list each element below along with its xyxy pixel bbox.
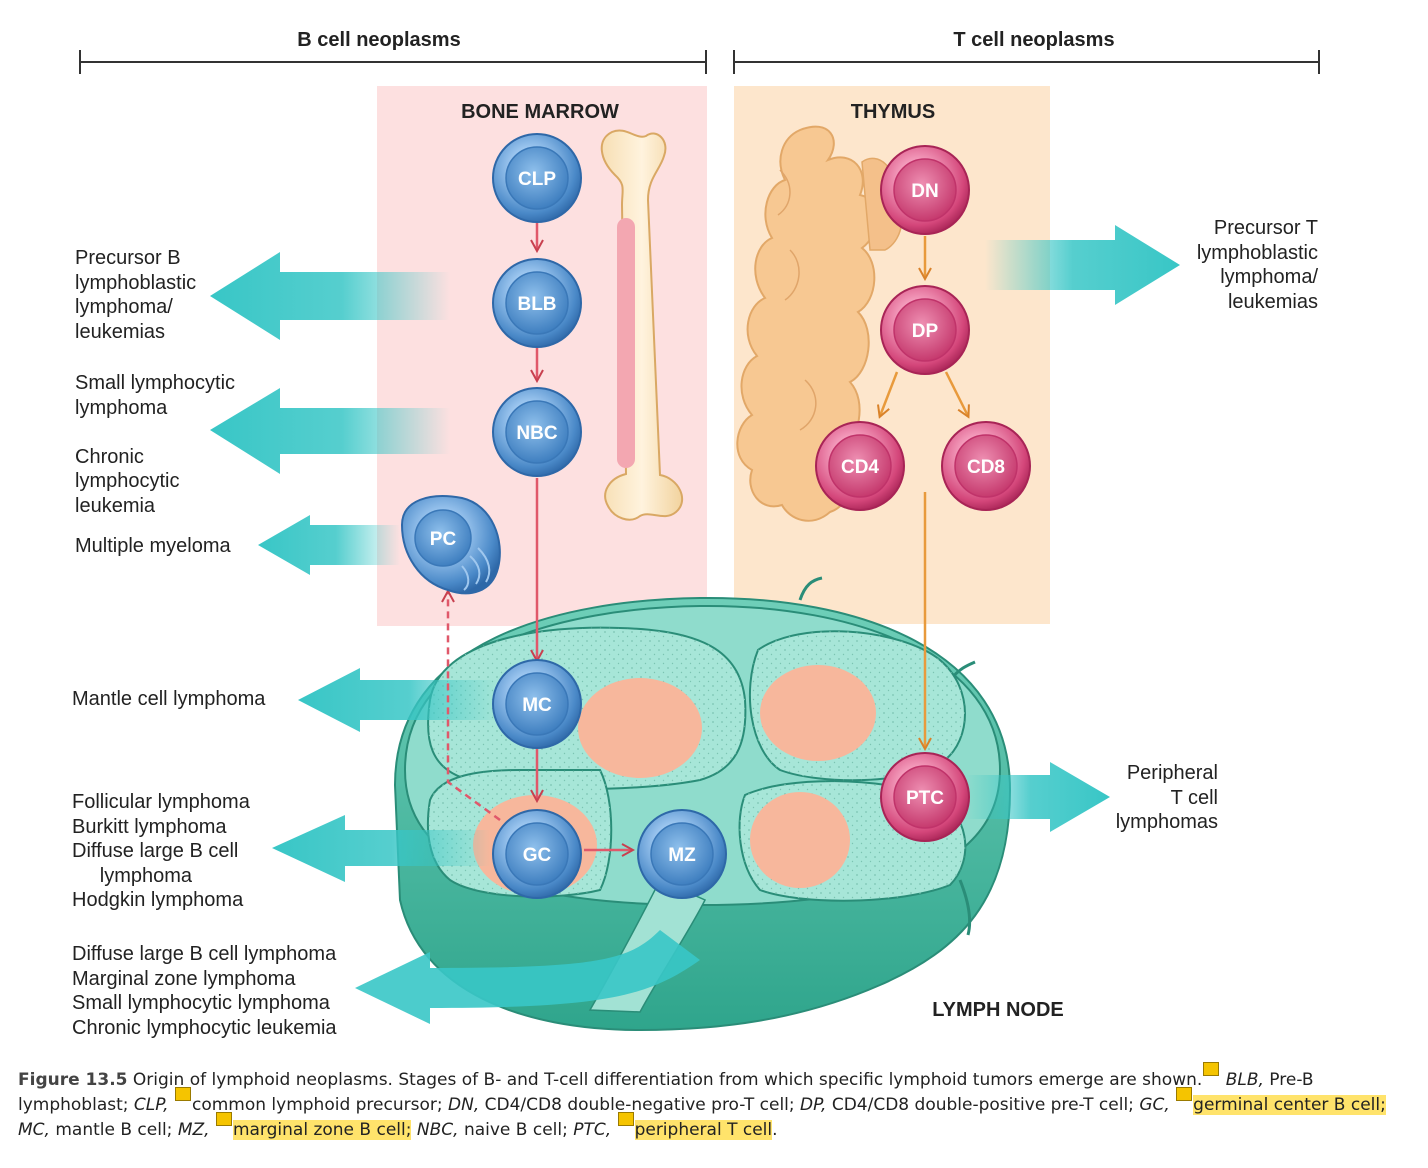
cell-mz: MZ xyxy=(637,809,727,899)
caption-def-mc: mantle B cell; xyxy=(55,1120,173,1140)
cell-label-nbc: NBC xyxy=(516,423,557,444)
note-icon[interactable] xyxy=(1203,1062,1220,1076)
caption-def-ptc: peripheral T cell xyxy=(634,1120,773,1140)
cell-label-ptc: PTC xyxy=(906,788,944,809)
teal-arrows-right xyxy=(965,225,1180,832)
note-icon[interactable] xyxy=(1176,1087,1193,1101)
caption-def-nbc: naive B cell; xyxy=(463,1120,568,1140)
arrow-sll-cll xyxy=(210,388,450,474)
thymus-title: THYMUS xyxy=(851,101,935,123)
cell-mc: MC xyxy=(492,659,582,749)
caption-abbr-dp: DP, xyxy=(800,1095,827,1115)
caption-def-dp: CD4/CD8 double-positive pre-T cell; xyxy=(831,1095,1134,1115)
caption-abbr-mz: MZ, xyxy=(177,1120,210,1140)
caption-abbr-dn: DN, xyxy=(448,1095,480,1115)
label-precursor-b: Precursor B lymphoblastic lymphoma/ leuk… xyxy=(75,247,197,343)
caption-end: . xyxy=(772,1120,778,1140)
label-mz-neoplasms: Diffuse large B cell lymphoma Marginal z… xyxy=(72,943,337,1039)
caption-abbr-blb: BLB, xyxy=(1225,1070,1264,1090)
label-sll-cll: Small lymphocytic lymphoma Chronic lymph… xyxy=(75,372,236,517)
caption-abbr-gc: GC, xyxy=(1139,1095,1170,1115)
t-cell-arrows xyxy=(880,236,968,748)
arrow-precursor-b xyxy=(210,252,450,340)
cell-label-dn: DN xyxy=(911,181,938,202)
caption-def-mz: marginal zone B cell; xyxy=(232,1120,412,1140)
cell-blb: BLB xyxy=(492,258,582,348)
cell-label-gc: GC xyxy=(523,845,552,866)
arrow-peripheral-t xyxy=(965,762,1110,832)
note-icon[interactable] xyxy=(174,1087,191,1101)
caption-title: Origin of lymphoid neoplasms. Stages of … xyxy=(132,1070,1203,1090)
figure-caption: Figure 13.5 Origin of lymphoid neoplasms… xyxy=(18,1062,1410,1143)
label-multiple-myeloma: Multiple myeloma xyxy=(75,535,231,557)
bone-marrow-title: BONE MARROW xyxy=(461,101,619,123)
caption-def-dn: CD4/CD8 double-negative pro-T cell; xyxy=(484,1095,795,1115)
lymph-node-title: LYMPH NODE xyxy=(932,999,1064,1021)
cell-label-mz: MZ xyxy=(668,845,696,866)
t-cell-header: T cell neoplasms xyxy=(953,29,1114,51)
b-cell-arrows xyxy=(448,218,632,850)
arrow-precursor-t xyxy=(985,225,1180,305)
note-icon[interactable] xyxy=(215,1112,232,1126)
arrow-mz xyxy=(355,930,700,1024)
note-icon[interactable] xyxy=(617,1112,634,1126)
b-cell-bracket xyxy=(79,50,707,74)
cell-nbc: NBC xyxy=(492,387,582,477)
cell-gc: GC xyxy=(492,809,582,899)
cell-cd8: CD8 xyxy=(941,421,1031,511)
t-cell-bracket xyxy=(733,50,1320,74)
arrow-mantle xyxy=(298,668,500,732)
caption-def-blb: Pre-B lymphoblast; xyxy=(18,1070,1314,1115)
cell-label-clp: CLP xyxy=(518,169,556,190)
plasma-cell: PC xyxy=(400,495,501,595)
caption-figure-number: Figure 13.5 xyxy=(18,1070,128,1090)
label-peripheral-t: Peripheral T cell lymphomas xyxy=(1115,762,1218,833)
caption-abbr-mc: MC, xyxy=(18,1120,50,1140)
cell-label-mc: MC xyxy=(522,695,552,716)
label-precursor-t: Precursor T lymphoblastic lymphoma/ leuk… xyxy=(1196,217,1318,313)
cell-cd4: CD4 xyxy=(815,421,905,511)
arrow-gc xyxy=(272,815,490,882)
caption-def-clp: common lymphoid precursor; xyxy=(191,1095,443,1115)
cell-label-dp: DP xyxy=(912,321,939,342)
label-gc-neoplasms: Follicular lymphoma Burkitt lymphoma Dif… xyxy=(72,791,250,911)
caption-def-gc: germinal center B cell; xyxy=(1193,1095,1386,1115)
teal-arrows xyxy=(210,252,700,1024)
cell-dp: DP xyxy=(880,285,970,375)
caption-abbr-clp: CLP, xyxy=(133,1095,169,1115)
cell-dn: DN xyxy=(880,145,970,235)
bone-icon xyxy=(600,129,683,521)
cell-label-pc: PC xyxy=(430,529,457,550)
arrow-myeloma xyxy=(258,515,400,575)
cell-clp: CLP xyxy=(492,133,582,223)
cell-label-blb: BLB xyxy=(517,294,556,315)
b-cell-header: B cell neoplasms xyxy=(297,29,460,51)
cell-label-cd4: CD4 xyxy=(841,457,879,478)
cell-ptc: PTC xyxy=(880,752,970,842)
caption-abbr-nbc: NBC, xyxy=(416,1120,459,1140)
label-mantle-cell: Mantle cell lymphoma xyxy=(72,688,266,710)
cell-label-cd8: CD8 xyxy=(967,457,1005,478)
caption-abbr-ptc: PTC, xyxy=(573,1120,612,1140)
